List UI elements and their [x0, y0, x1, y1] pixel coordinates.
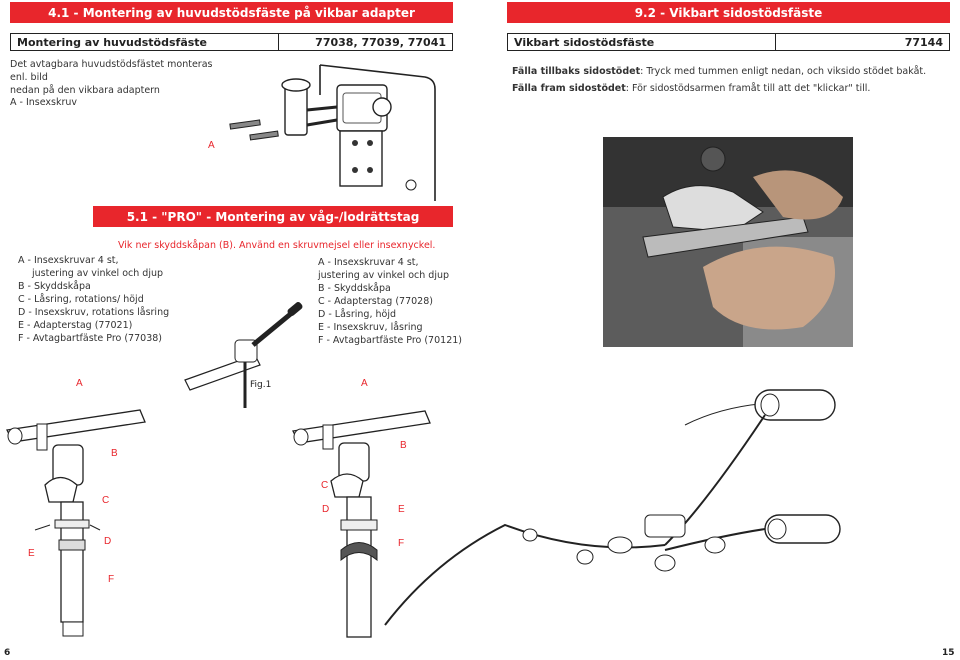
left-fig-label-f: F [108, 574, 115, 585]
left-section-title-bar: 4.1 - Montering av huvudstödsfäste på vi… [10, 2, 453, 23]
side-support-photo [603, 137, 853, 347]
left-product-name: Montering av huvudstödsfäste [11, 34, 279, 50]
pro-list-right-item: justering av vinkel och djup [318, 270, 450, 281]
right-instruction-line2: Fälla fram sidostödet: För sidostödsarme… [512, 83, 871, 94]
pro-list-left-item: A - Insexskruvar 4 st, [18, 255, 119, 266]
pro-list-left: A - Insexskruvar 4 st, justering av vink… [18, 254, 218, 345]
pro-list-right-item: F - Avtagbartfäste Pro (70121) [318, 335, 462, 346]
headrest-bracket-illustration [229, 64, 436, 201]
pro-list-right-item: D - Låsring, höjd [318, 309, 396, 320]
pro-list-left-item: B - Skyddskåpa [18, 281, 91, 292]
right-fig-label-a: A [361, 378, 368, 389]
right-fig-label-c: C [321, 480, 329, 491]
pro-subtitle: Vik ner skyddskåpan (B). Använd en skruv… [118, 240, 436, 251]
left-fig-label-a: A [208, 140, 215, 151]
fig1-illustration [184, 302, 303, 408]
left-fig-label-c: C [102, 495, 110, 506]
left-fig-label-d: D [104, 536, 112, 547]
left-product-codes: 77038, 77039, 77041 [315, 35, 446, 49]
right-product-table: Vikbart sidostödsfäste 77144 [507, 33, 950, 51]
left-section-title: 4.1 - Montering av huvudstödsfäste på vi… [48, 5, 415, 20]
pro-left-illustration [6, 409, 146, 637]
pro-list-left-item: F - Avtagbartfäste Pro (77038) [18, 333, 162, 344]
pro-list-left-item: D - Insexskruv, rotations låsring [18, 307, 170, 318]
right-section-title-bar: 9.2 - Vikbart sidostödsfäste [507, 2, 950, 23]
pro-list-right-item: A - Insexskruvar 4 st, [318, 257, 419, 268]
pro-list-left-item: C - Låsring, rotations/ höjd [18, 294, 144, 305]
pro-list-right-item: C - Adapterstag (77028) [318, 296, 433, 307]
pro-list-left-item: justering av vinkel och djup [32, 268, 164, 279]
left-product-table: Montering av huvudstödsfäste 77038, 7703… [10, 33, 453, 51]
pro-list-right: A - Insexskruvar 4 st, justering av vink… [318, 256, 518, 347]
pro-section-title: 5.1 - "PRO" - Montering av våg-/lodrätts… [126, 209, 420, 224]
pro-list-right-item: B - Skyddskåpa [318, 283, 391, 294]
right-fig-label-f: F [398, 538, 405, 549]
right-fig-label-e: E [398, 504, 405, 515]
right-fig-label-b: B [400, 440, 407, 451]
left-fig-label-a2: A [76, 378, 83, 389]
left-intro-line1: Det avtagbara huvudstödsfästet monteras … [10, 59, 213, 83]
left-label-a: A - Insexskruv [10, 97, 78, 108]
pro-list-left-item: E - Adapterstag (77021) [18, 320, 133, 331]
page-number-left: 6 [4, 648, 11, 658]
left-fig-label-e: E [28, 548, 35, 559]
right-fig-label-d: D [322, 504, 330, 515]
right-instructions: Fälla tillbaks sidostödet: Tryck med tum… [512, 65, 952, 95]
pro-right-illustration [292, 389, 841, 638]
fig1-caption: Fig.1 [250, 380, 272, 390]
left-intro-line2: nedan på den vikbara adaptern [10, 85, 160, 96]
right-product-name: Vikbart sidostödsfäste [508, 34, 776, 50]
pro-section-title-bar: 5.1 - "PRO" - Montering av våg-/lodrätts… [93, 206, 453, 227]
right-instruction-line1: Fälla tillbaks sidostödet: Tryck med tum… [512, 66, 927, 77]
left-fig-label-b: B [111, 448, 118, 459]
right-section-title: 9.2 - Vikbart sidostödsfäste [634, 5, 823, 20]
pro-list-right-item: E - Insexskruv, låsring [318, 322, 423, 333]
page-number-right: 15 [942, 648, 955, 658]
right-product-codes: 77144 [904, 35, 943, 49]
left-intro: Det avtagbara huvudstödsfästet monteras … [10, 58, 230, 97]
